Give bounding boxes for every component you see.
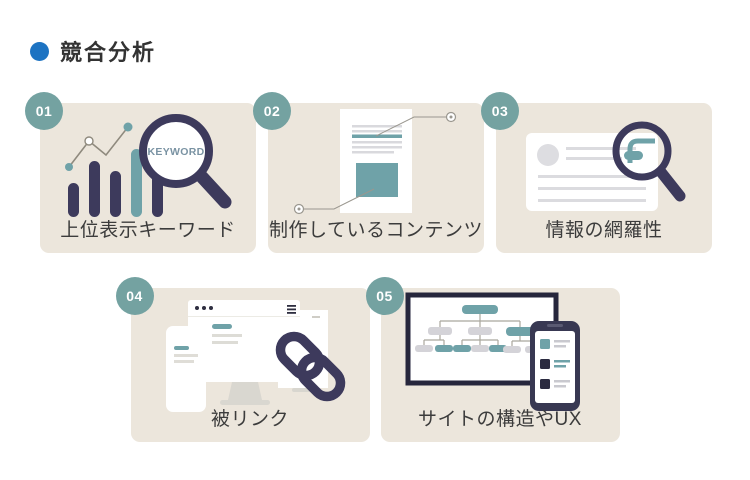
content-document-illustration bbox=[268, 109, 484, 219]
page-title: 競合分析 bbox=[60, 40, 157, 65]
backlink-illustration bbox=[131, 294, 370, 412]
card-number-badge: 01 bbox=[25, 92, 63, 130]
cards-row-2: 04 bbox=[0, 277, 750, 442]
card-info-coverage: 03 情報の網羅性 bbox=[481, 92, 712, 253]
card-backlinks: 04 bbox=[115, 277, 370, 442]
card-number-badge: 03 bbox=[481, 92, 519, 130]
card-number-badge: 05 bbox=[365, 277, 404, 315]
card-label: 被リンク bbox=[210, 409, 289, 430]
card-produced-content: 02 制作しているコンテンツ bbox=[253, 92, 484, 253]
bullet-dot-icon bbox=[30, 41, 49, 61]
keyword-chart-illustration: KEYWORD bbox=[40, 109, 256, 219]
sitemap-phone-icon bbox=[405, 292, 580, 411]
card-label: 上位表示キーワード bbox=[60, 220, 236, 241]
card-site-structure-ux: 05 bbox=[365, 277, 620, 442]
card-number-badge: 02 bbox=[253, 92, 291, 130]
page-header: 競合分析 bbox=[30, 35, 156, 67]
card-magnifier-icon bbox=[526, 121, 686, 211]
card-label: サイトの構造やUX bbox=[418, 409, 582, 430]
keyword-lens-text: KEYWORD bbox=[148, 146, 205, 158]
document-icon bbox=[293, 109, 457, 215]
cards-row-1: 01 KEYWORD 上位表示キーワード 02 bbox=[25, 92, 712, 253]
card-top-keywords: 01 KEYWORD 上位表示キーワード bbox=[25, 92, 256, 253]
info-card-illustration bbox=[496, 109, 712, 219]
sitemap-illustration bbox=[381, 292, 620, 411]
card-label: 情報の網羅性 bbox=[545, 220, 663, 241]
card-label: 制作しているコンテンツ bbox=[269, 220, 483, 241]
card-number-badge: 04 bbox=[115, 277, 154, 315]
bar-chart-magnifier-icon: KEYWORD bbox=[65, 114, 232, 217]
browser-chain-link-icon bbox=[166, 300, 346, 412]
